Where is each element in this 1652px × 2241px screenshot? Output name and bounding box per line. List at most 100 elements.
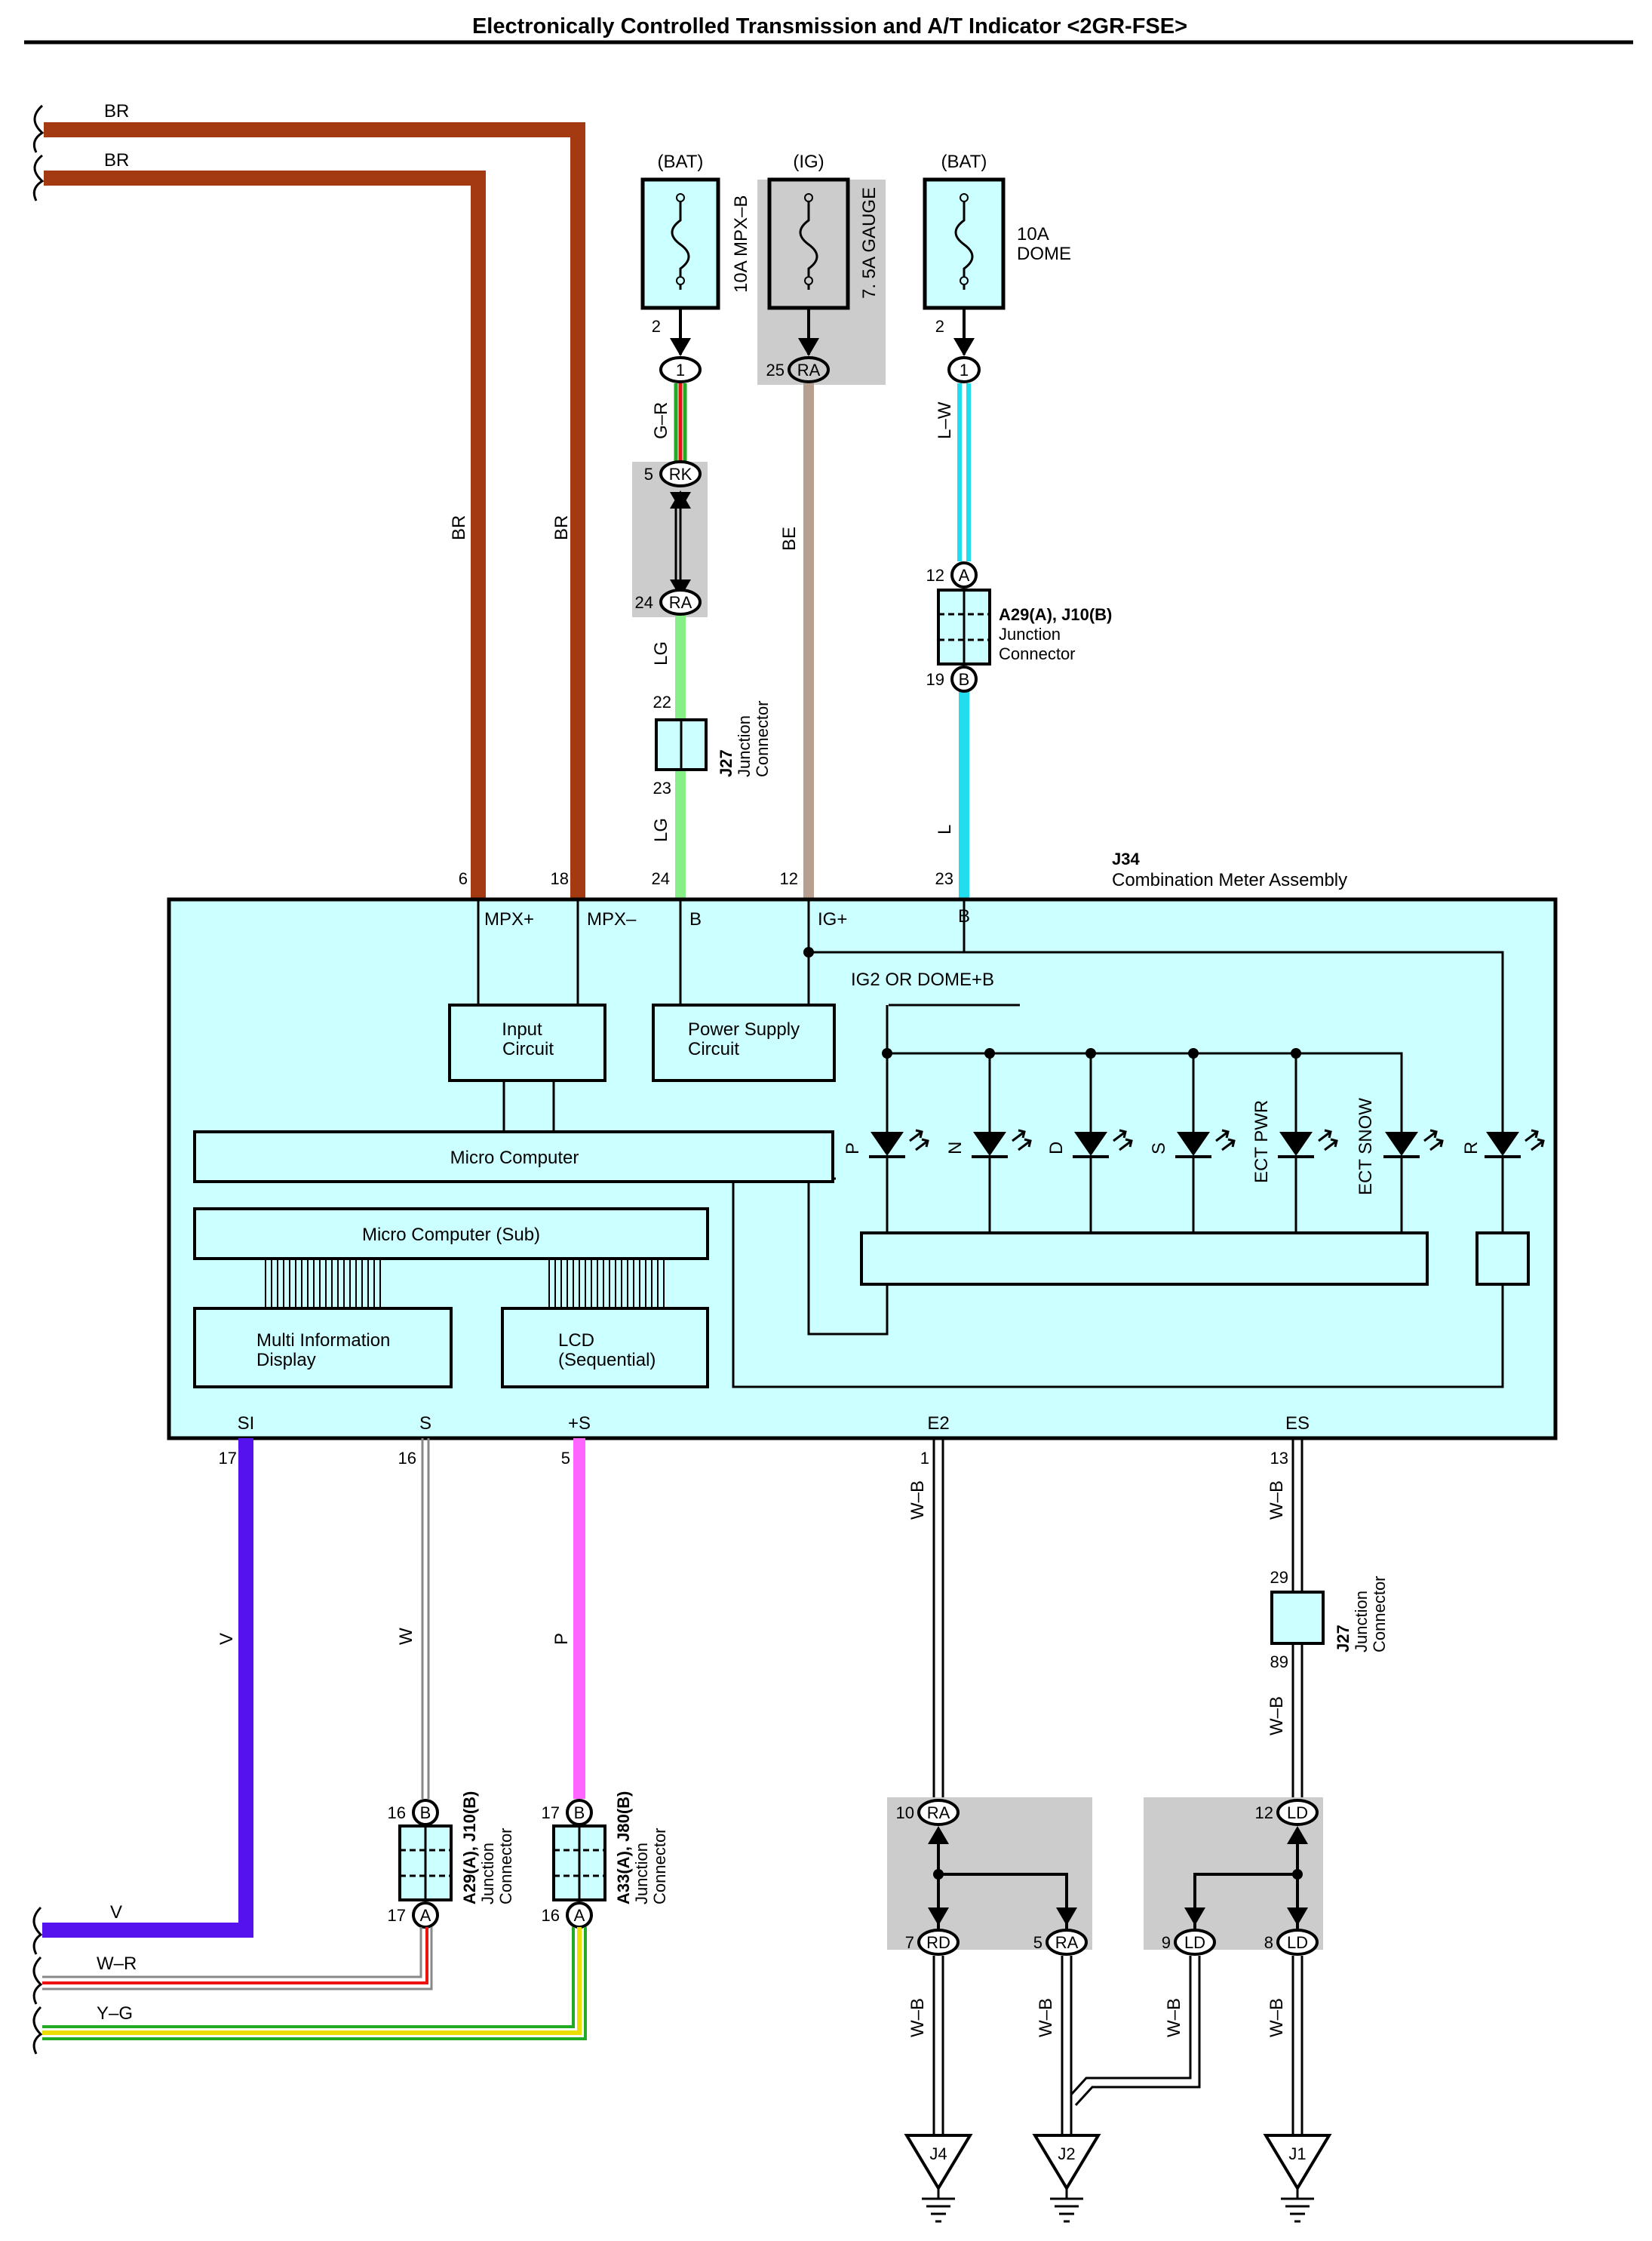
led-rays: [1525, 1129, 1545, 1151]
fuse-gauge-element: [799, 198, 818, 290]
pin-13-es: 13: [1270, 1449, 1288, 1468]
pin-24-ra: 24: [635, 593, 653, 612]
multi-info-display-box: [193, 1307, 453, 1388]
pin-29: 29: [1270, 1568, 1288, 1587]
terminal-e2: E2: [927, 1413, 949, 1434]
wb-label-j2: W–B: [1036, 1998, 1056, 2037]
led-rays: [1215, 1129, 1236, 1151]
connector-rk: [659, 460, 702, 487]
ground-j1-label: J1: [1288, 2144, 1306, 2163]
connector-ld-8: [1276, 1929, 1319, 1956]
v-label-2: V: [110, 1902, 122, 1923]
junction-dot: [882, 1048, 892, 1059]
fuse-dome-name-1: 10A: [1017, 224, 1049, 244]
led-triangle: [871, 1132, 904, 1156]
yg-label: Y–G: [97, 2003, 133, 2024]
junction-dot: [1085, 1048, 1096, 1059]
pin-23-meter: 23: [935, 869, 953, 888]
wire-break: [32, 2006, 43, 2055]
pin-7: 7: [905, 1933, 914, 1952]
pin-23-j27: 23: [653, 779, 671, 798]
terminal-ig-plus: IG+: [818, 909, 847, 930]
pin-12-a: 12: [926, 566, 944, 585]
v-label-1: V: [216, 1633, 237, 1645]
mpxb-connectors: 1 RK RA: [659, 356, 702, 616]
be-label: BE: [779, 527, 800, 551]
connector-a-upper: [950, 561, 978, 589]
ground-j4: J4: [904, 2134, 973, 2223]
fuse-mpxb-element: [671, 198, 690, 290]
led-rays: [1423, 1129, 1444, 1151]
w-label: W: [396, 1628, 416, 1645]
connector-ld-9-label: LD: [1184, 1933, 1205, 1952]
meter-name: Combination Meter Assembly: [1112, 870, 1347, 890]
pin-17-b: 17: [542, 1803, 560, 1822]
led-d: D: [1046, 1129, 1133, 1158]
led-s: S: [1149, 1129, 1236, 1158]
wb-label-e2: W–B: [907, 1480, 928, 1520]
wire-path: [1070, 1956, 1192, 2096]
junction-a33-line1: Junction: [632, 1843, 651, 1904]
wb-label-es-2: W–B: [1267, 1696, 1287, 1735]
lg-label-1: LG: [651, 641, 671, 666]
ground-j2-label: J2: [1058, 2144, 1075, 2163]
connector-rd-7-label: RD: [926, 1933, 950, 1952]
meter-bottom-pins: 17 16 5 1 13: [219, 1449, 1288, 1468]
arrow-head: [928, 1907, 949, 1926]
fuse-dome-name-2: DOME: [1017, 244, 1071, 264]
wb-label-ld9: W–B: [1164, 1998, 1184, 2037]
connector-ra-24: [659, 589, 702, 616]
pin-5-plus-s: 5: [561, 1449, 570, 1468]
junction-a29-lower-code: A29(A), J10(B): [460, 1791, 479, 1904]
wb-label-j1: W–B: [1267, 1998, 1287, 2037]
pin-16-a: 16: [542, 1906, 560, 1925]
led-rays: [1012, 1129, 1032, 1151]
junction-a33-line2: Connector: [650, 1828, 669, 1904]
mpxb-column: 2 G–R LG LG 5 24 22 23 J27 Junction Conn…: [635, 308, 772, 899]
power-supply-box: [652, 1004, 836, 1082]
connector-ra-24-label: RA: [669, 593, 692, 612]
pin-17-si: 17: [219, 1449, 237, 1468]
led-triangle: [1074, 1132, 1107, 1156]
connector-1-dome: [947, 356, 981, 383]
led-ect-snow-label: ECT SNOW: [1356, 1098, 1376, 1195]
connector-a-lower-2-label: A: [574, 1906, 585, 1925]
fuse-terminal: [960, 276, 969, 285]
multi-info-line2: Display: [256, 1350, 316, 1370]
led-n-label: N: [945, 1142, 966, 1154]
led-triangle: [1486, 1132, 1519, 1156]
j27-upper-line1: Junction: [735, 715, 754, 777]
micro-computer-label: Micro Computer: [450, 1148, 579, 1168]
arrow-head: [670, 490, 691, 509]
junction-dot: [803, 947, 814, 958]
internal-wiring: [477, 899, 1504, 1388]
connector-1-dome-label: 1: [960, 361, 969, 380]
wire-polyline: [887, 1052, 1403, 1132]
arrow-head: [1056, 1907, 1077, 1926]
j27-lower-code: J27: [1334, 1625, 1353, 1652]
lcd-box: [501, 1307, 709, 1388]
gr-label: G–R: [651, 402, 671, 439]
combination-meter-assembly: MPX+ MPX– B IG+ B: [167, 897, 1558, 1440]
input-circuit-line2: Circuit: [502, 1039, 554, 1059]
junction-a29-code: A29(A), J10(B): [999, 605, 1112, 624]
wr-label: W–R: [97, 1954, 137, 1974]
led-rays: [909, 1129, 929, 1151]
gauge-column: RA 25 BE: [766, 308, 830, 899]
connector-b-upper-label: B: [959, 670, 970, 689]
br-wire-18: [44, 122, 585, 899]
pin-6: 6: [459, 869, 468, 888]
pin-16-s: 16: [398, 1449, 416, 1468]
bus-lines: [265, 1259, 665, 1308]
micro-computer-box: [193, 1130, 834, 1183]
junction-dot: [933, 1869, 944, 1880]
arrow-head: [953, 338, 975, 356]
fuse-dome: (BAT) 10A DOME: [923, 152, 1071, 310]
j27-lower-connector: [1270, 1591, 1325, 1645]
wire-path: [42, 1927, 582, 2035]
arrow-head: [1287, 1907, 1308, 1926]
wb-label-j4: W–B: [907, 1998, 928, 2037]
terminal-mpx-minus: MPX–: [587, 909, 637, 930]
junction-a29-lower-line1: Junction: [478, 1843, 497, 1904]
terminal-plus-s: +S: [568, 1413, 591, 1434]
